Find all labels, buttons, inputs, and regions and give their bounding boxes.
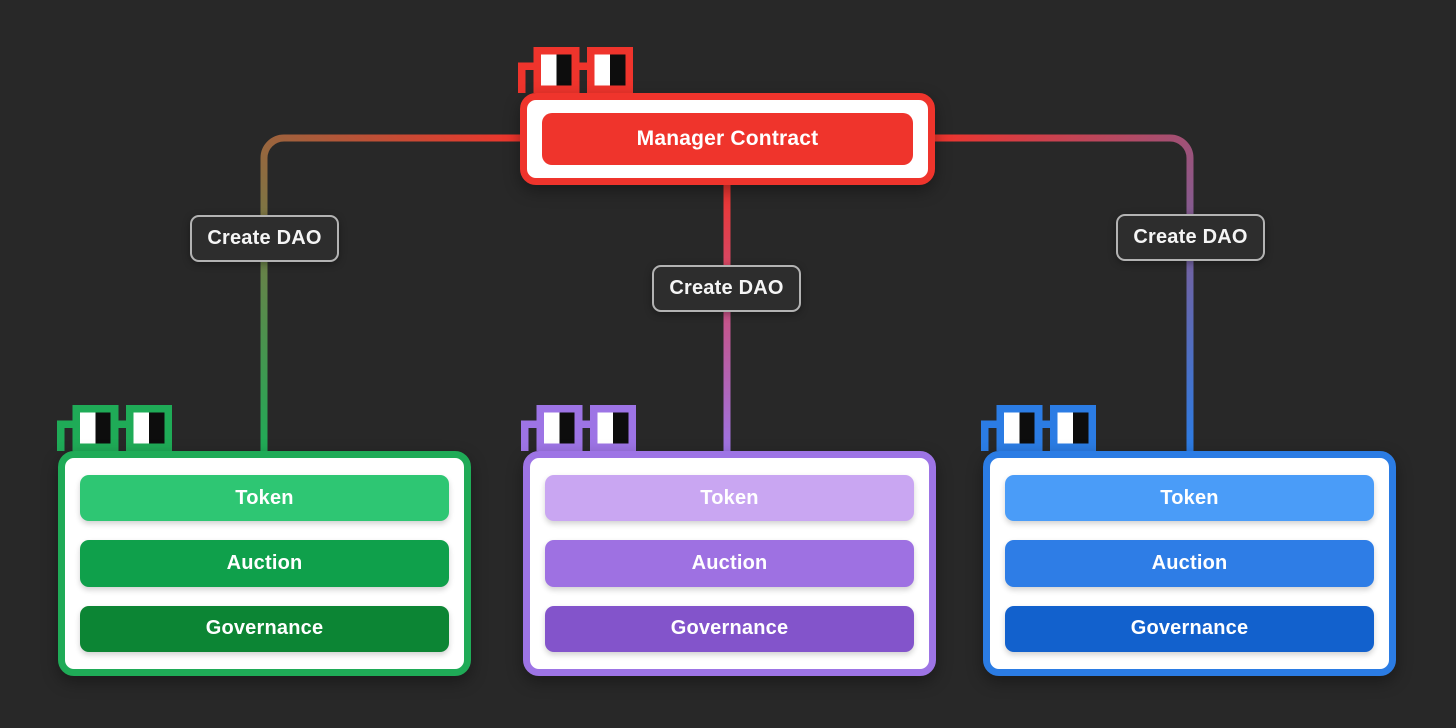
nouns-glasses-icon [521,405,636,451]
blue-dao-auction-button: Auction [1005,540,1374,587]
purple-dao-node: Token Auction Governance [523,451,936,676]
nouns-glasses-icon [518,47,633,93]
manager-contract-button: Manager Contract [542,113,913,165]
blue-dao-node: Token Auction Governance [983,451,1396,676]
create-dao-label-middle: Create DAO [652,265,801,312]
blue-dao-governance-button: Governance [1005,605,1374,652]
green-dao-auction-button: Auction [80,540,449,587]
edge-manager-to-blue-dao [933,134,1194,451]
purple-dao-auction-button: Auction [545,540,914,587]
purple-dao-token-button: Token [545,475,914,522]
nouns-glasses-icon [981,405,1096,451]
nouns-glasses-icon [57,405,172,451]
green-dao-node: Token Auction Governance [58,451,471,676]
green-dao-token-button: Token [80,475,449,522]
manager-contract-node: Manager Contract [520,93,935,185]
green-dao-governance-button: Governance [80,605,449,652]
create-dao-label-right: Create DAO [1116,214,1265,261]
blue-dao-token-button: Token [1005,475,1374,522]
purple-dao-governance-button: Governance [545,605,914,652]
edge-manager-to-green-dao [260,134,522,451]
create-dao-label-left: Create DAO [190,215,339,262]
